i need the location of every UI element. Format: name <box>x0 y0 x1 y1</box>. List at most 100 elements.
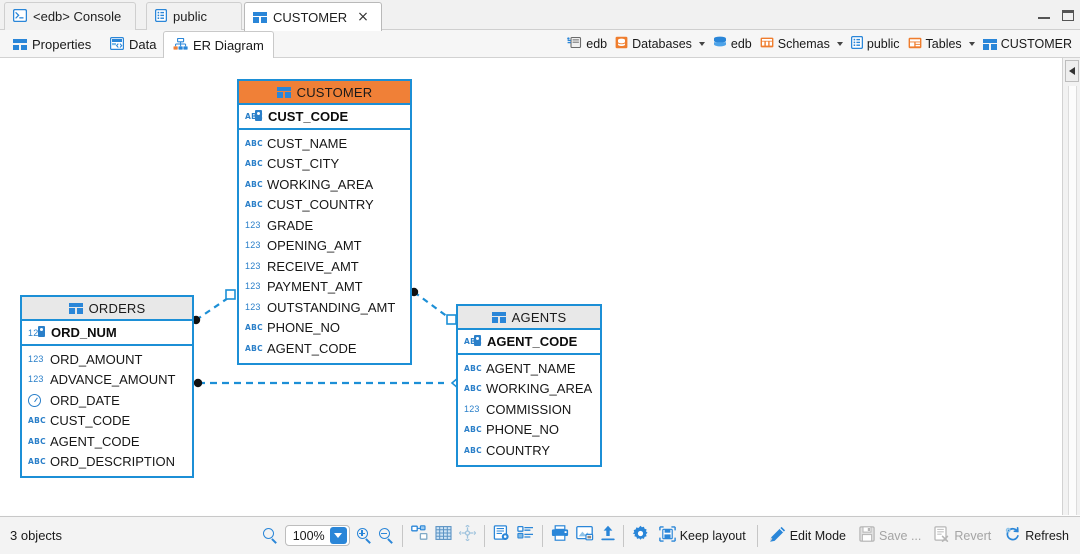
properties-icon <box>13 39 27 50</box>
entity-primary-key[interactable]: 123 ORD_NUM <box>22 321 192 346</box>
breadcrumb-item-edb-database[interactable]: edb <box>709 36 756 52</box>
zoom-combobox[interactable]: 100% <box>284 525 350 546</box>
breadcrumb-label: Tables <box>925 37 962 51</box>
edit-mode-button[interactable]: Edit Mode <box>766 525 849 546</box>
entity-primary-key[interactable]: ABC AGENT_CODE <box>458 330 600 355</box>
column-label: GRADE <box>267 217 314 233</box>
auto-layout-icon[interactable] <box>410 525 428 546</box>
breadcrumb-label: public <box>866 37 900 51</box>
subtab-label: Data <box>129 37 157 52</box>
type-text-icon: ABC <box>245 343 263 353</box>
toolbar-separator <box>756 524 758 547</box>
entity-primary-key[interactable]: ABC CUST_CODE <box>239 105 410 130</box>
breadcrumb-item-edb-server[interactable]: edb <box>563 36 611 52</box>
chevron-down-icon[interactable] <box>968 42 975 46</box>
chevron-down-icon[interactable] <box>836 42 843 46</box>
type-number-icon: 123 <box>464 403 480 414</box>
tab-public[interactable]: public <box>146 2 242 30</box>
column-label: AGENT_CODE <box>487 334 578 349</box>
maximize-button[interactable] <box>1062 9 1074 21</box>
arrange-icon[interactable] <box>458 524 476 546</box>
tab-edb-console[interactable]: <edb> Console <box>4 2 136 30</box>
print-icon[interactable] <box>551 525 569 546</box>
type-text-icon: ABC <box>28 436 46 446</box>
entity-column[interactable]: ORD_DATE <box>22 390 192 411</box>
toolbar-separator <box>401 524 403 547</box>
details-icon[interactable] <box>516 525 534 546</box>
breadcrumb-label: Schemas <box>777 37 830 51</box>
close-icon[interactable]: × <box>357 9 369 25</box>
export-image-icon[interactable] <box>575 525 594 546</box>
breadcrumb-item-tables[interactable]: Tables <box>904 37 979 52</box>
column-label: OUTSTANDING_AMT <box>267 299 396 315</box>
table-icon <box>276 86 291 98</box>
entity-header[interactable]: CUSTOMER <box>239 81 410 105</box>
revert-button[interactable]: Revert <box>931 525 994 546</box>
breadcrumb-item-databases[interactable]: Databases <box>611 36 709 52</box>
subtab-label: Properties <box>32 37 92 52</box>
entity-header[interactable]: AGENTS <box>458 306 600 330</box>
breadcrumb-label: edb <box>730 37 752 51</box>
entity-name: AGENTS <box>511 309 567 325</box>
type-text-icon: ABC <box>464 363 482 373</box>
revert-label: Revert <box>954 528 992 543</box>
chevron-down-icon[interactable] <box>698 42 705 46</box>
entity-header[interactable]: ORDERS <box>22 297 192 321</box>
collapse-panel-button[interactable] <box>1065 60 1079 82</box>
breadcrumb-item-customer[interactable]: CUSTOMER <box>979 37 1076 51</box>
tab-properties[interactable]: Properties <box>4 31 100 58</box>
tab-er-diagram[interactable]: ER Diagram <box>163 31 274 59</box>
save-button[interactable]: Save ... <box>856 525 924 546</box>
keep-layout-button[interactable]: Keep layout <box>656 525 749 546</box>
gear-icon[interactable] <box>632 525 649 547</box>
right-side-rail <box>1062 58 1080 515</box>
tab-customer[interactable]: CUSTOMER × <box>244 2 382 31</box>
breadcrumb: edb Databases <box>563 30 1076 58</box>
magnifier-icon[interactable] <box>262 528 278 544</box>
grid-icon[interactable] <box>435 525 452 546</box>
zoom-in-icon[interactable] <box>356 528 372 544</box>
chevron-down-icon[interactable] <box>329 527 347 544</box>
column-label: CUST_NAME <box>267 135 348 151</box>
upload-icon[interactable] <box>600 525 615 546</box>
revert-icon <box>934 526 950 545</box>
save-label: Save ... <box>879 528 922 543</box>
refresh-button[interactable]: Refresh <box>1001 525 1072 546</box>
breadcrumb-item-schemas[interactable]: Schemas <box>756 36 847 52</box>
columns-icon[interactable] <box>493 525 510 546</box>
breadcrumb-item-public[interactable]: public <box>847 35 904 52</box>
type-number-icon: 123 <box>28 353 44 364</box>
scrollbar-track[interactable] <box>1068 86 1077 515</box>
minimize-button[interactable] <box>1038 12 1050 19</box>
refresh-icon <box>1004 526 1021 545</box>
entity-name: CUSTOMER <box>296 84 373 100</box>
zoom-out-icon[interactable] <box>378 528 394 544</box>
tab-data[interactable]: Data <box>101 31 165 58</box>
